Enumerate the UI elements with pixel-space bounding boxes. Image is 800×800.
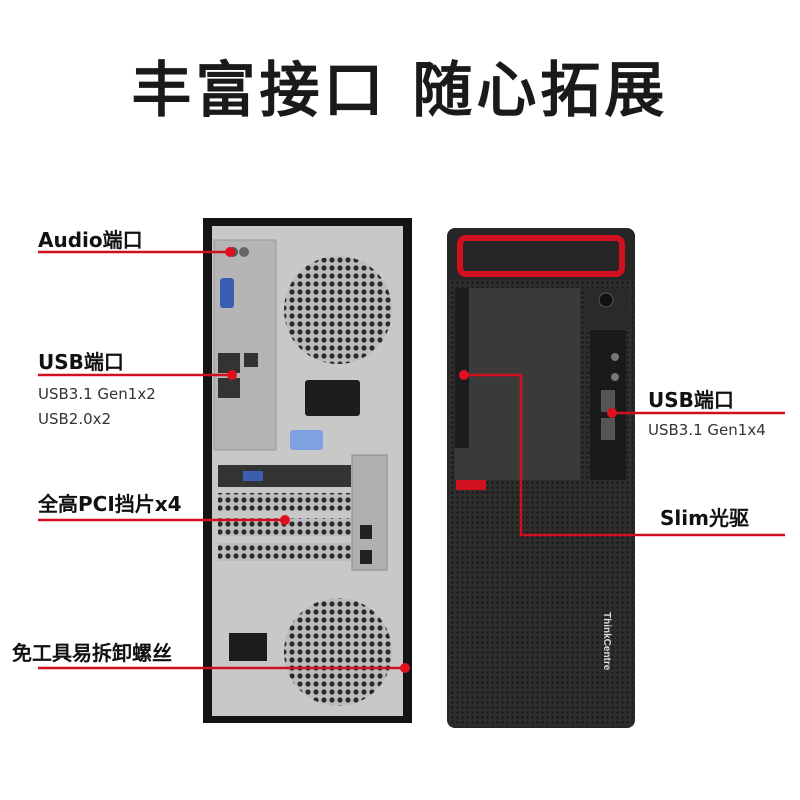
front-tower: ThinkCentre xyxy=(447,228,635,728)
thinkcentre-logo: ThinkCentre xyxy=(601,612,612,671)
front-usb-detail: USB3.1 Gen1x4 xyxy=(648,421,766,439)
callout-dots xyxy=(225,247,617,673)
rear-usb-label: USB端口 xyxy=(38,350,124,374)
callout-lines xyxy=(38,250,785,670)
rear-usb-detail-2: USB2.0x2 xyxy=(38,410,112,428)
pci-slot-label: 全高PCI挡片x4 xyxy=(38,492,182,516)
audio-port-label: Audio端口 xyxy=(38,228,143,252)
page-title: 丰富接口 随心拓展 xyxy=(131,56,669,126)
front-usb-label: USB端口 xyxy=(648,388,734,412)
slim-optical-drive-label: Slim光驱 xyxy=(660,506,749,530)
rear-usb-detail-1: USB3.1 Gen1x2 xyxy=(38,385,156,403)
rear-tower xyxy=(203,218,412,723)
tool-free-screws-label: 免工具易拆卸螺丝 xyxy=(12,641,172,665)
